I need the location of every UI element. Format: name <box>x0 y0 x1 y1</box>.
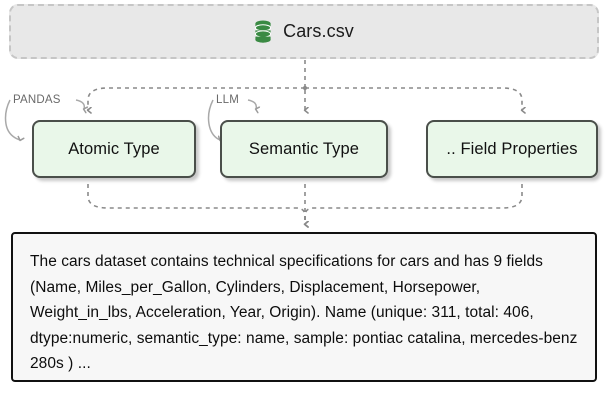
source-file-content: Cars.csv <box>254 20 354 43</box>
source-file-panel: Cars.csv <box>9 4 599 59</box>
edge-label-llm: LLM <box>216 94 239 106</box>
stage-atomic-type[interactable]: Atomic Type <box>32 120 196 178</box>
database-icon <box>254 20 272 43</box>
stage-field-properties-label: .. Field Properties <box>446 139 578 158</box>
stage-semantic-type[interactable]: Semantic Type <box>220 120 388 178</box>
dataset-summary-text: The cars dataset contains technical spec… <box>30 253 578 372</box>
stage-semantic-type-label: Semantic Type <box>248 139 360 158</box>
edge-source-trunk <box>302 60 308 91</box>
edge-atomic-type-to-summary <box>87 184 305 224</box>
dataset-summary-panel: The cars dataset contains technical spec… <box>11 232 597 382</box>
stage-field-properties[interactable]: .. Field Properties <box>426 120 598 178</box>
edge-source-to-field-properties <box>305 87 522 110</box>
edge-source-to-atomic-type <box>88 87 305 110</box>
source-file-name: Cars.csv <box>283 21 354 41</box>
stage-atomic-type-label: Atomic Type <box>68 139 160 158</box>
edge-field-properties-to-summary <box>305 184 523 224</box>
edge-label-pandas: PANDAS <box>13 94 61 106</box>
